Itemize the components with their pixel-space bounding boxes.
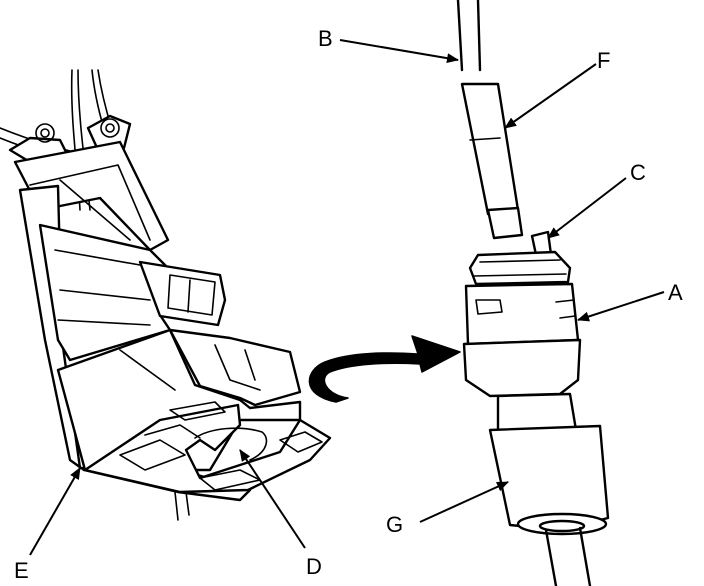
callout-g: G [386,481,509,537]
callout-e-label: E [14,558,29,583]
callout-d-leader [239,449,306,549]
callout-f: F [504,48,610,129]
callout-e-leader [29,467,81,556]
cable-assembly [456,0,610,586]
callout-b-leader [339,39,459,64]
callout-g-label: G [386,512,403,537]
callout-d-label: D [306,554,322,579]
callout-c-leader [547,177,627,239]
callout-a-label: A [668,280,683,305]
callout-d: D [239,449,322,579]
callout-c-label: C [630,160,646,185]
bracket-assembly [0,69,332,521]
callout-a: A [577,280,683,322]
rotation-arrow-icon [308,335,461,403]
callout-b: B [318,26,459,64]
callout-a-leader [577,291,665,322]
callout-f-leader [504,63,597,129]
callout-g-leader [419,481,509,523]
callout-b-label: B [318,26,333,51]
callout-e: E [14,467,81,583]
callout-c: C [547,160,646,239]
callout-f-label: F [597,48,610,73]
